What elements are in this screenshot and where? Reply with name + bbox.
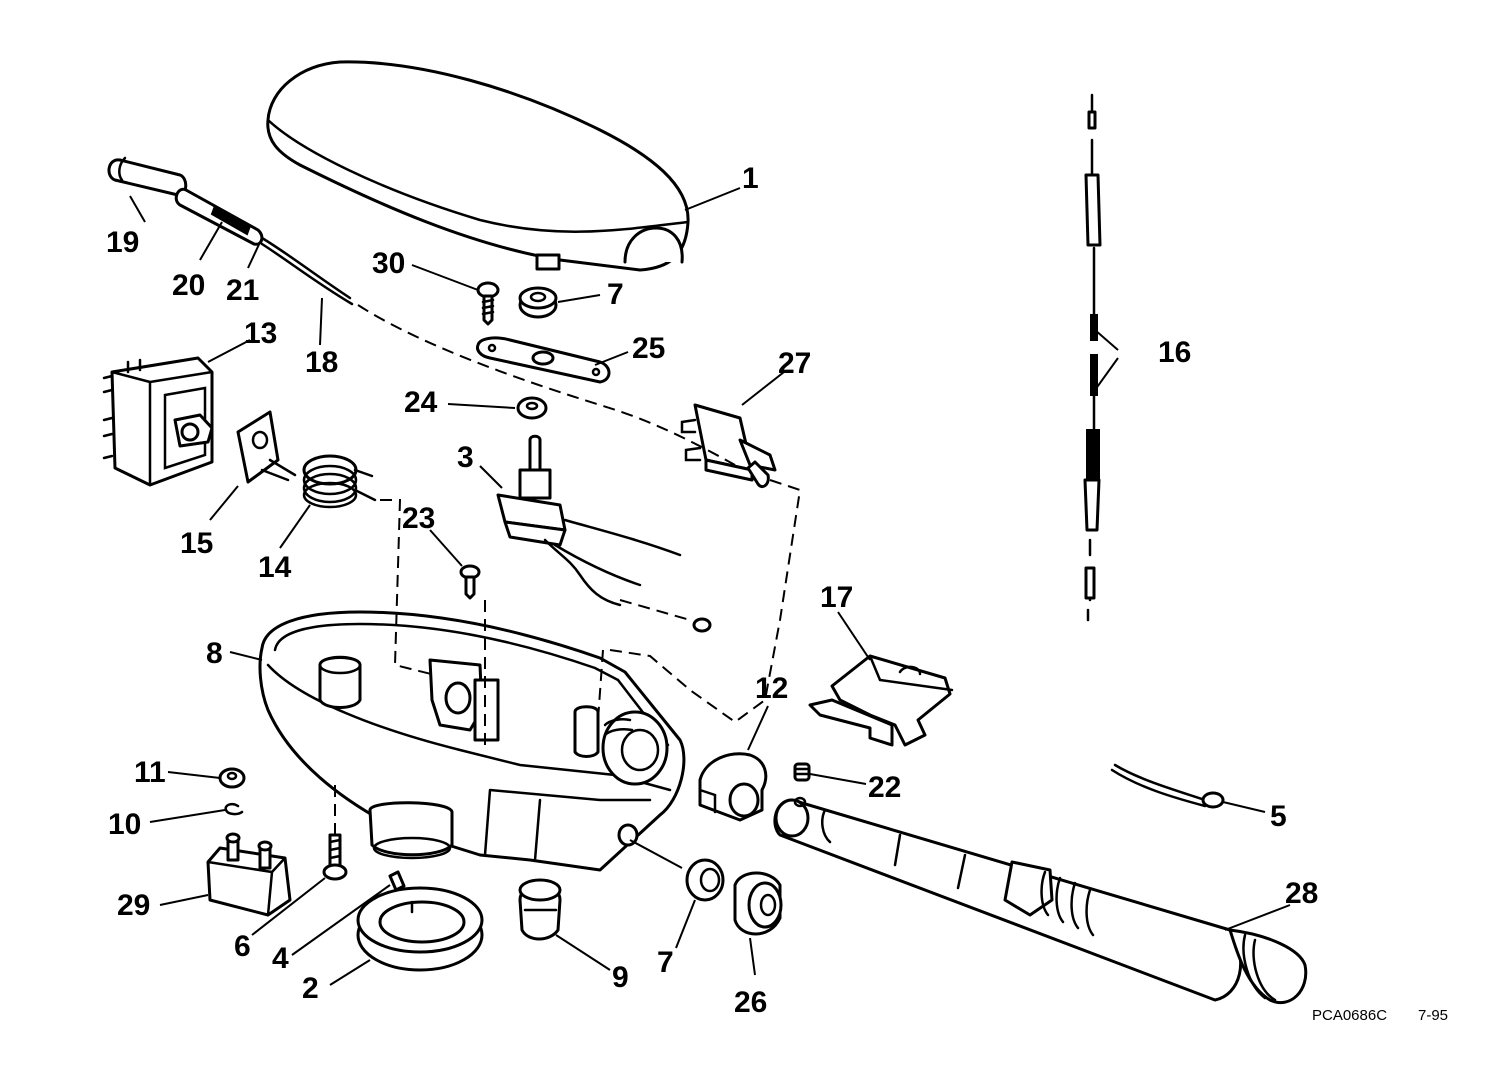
callout-19: 19 — [106, 226, 139, 259]
part-knob-nut-lower — [685, 858, 725, 902]
part-switch-27 — [680, 403, 777, 489]
callout-22: 22 — [868, 771, 901, 804]
callout-13: 13 — [244, 317, 277, 350]
callout-11: 11 — [134, 756, 166, 789]
leader-lines — [129, 187, 1291, 986]
part-switch-block — [102, 356, 214, 487]
part-screw-30 — [476, 281, 500, 326]
part-collar — [698, 752, 768, 822]
part-bushing-26 — [733, 871, 783, 936]
part-cable-tie — [1110, 763, 1225, 809]
callout-12: 12 — [755, 672, 788, 705]
callout-26: 26 — [734, 986, 767, 1019]
assembly-lines — [334, 304, 802, 835]
part-pin — [388, 870, 406, 892]
callout-21: 21 — [226, 274, 259, 307]
part-cover — [266, 60, 690, 272]
callout-18: 18 — [305, 346, 338, 379]
part-ring — [356, 886, 484, 972]
part-shaft — [773, 796, 1308, 1004]
callout-20: 20 — [172, 269, 205, 302]
callout-15: 15 — [180, 527, 213, 560]
part-spring — [302, 454, 377, 509]
callout-28: 28 — [1285, 877, 1318, 910]
callout-23: 23 — [402, 502, 435, 535]
part-plate — [476, 336, 611, 384]
part-set-screw — [793, 762, 811, 782]
part-sleeve — [107, 156, 188, 197]
callout-10: 10 — [108, 808, 141, 841]
part-bushing-9 — [518, 878, 562, 941]
callout-29: 29 — [117, 889, 150, 922]
part-screw-6 — [322, 833, 348, 881]
part-screw-23 — [459, 564, 481, 600]
callouts: 1 2 3 4 5 6 7 7 8 9 10 11 12 13 14 15 16… — [106, 162, 1318, 1019]
part-circuit-breaker — [206, 832, 292, 917]
callout-30: 30 — [372, 247, 405, 280]
callout-16: 16 — [1158, 336, 1191, 369]
part-clip — [236, 410, 297, 484]
part-knob-nut-upper — [518, 286, 558, 319]
figure-date: 7-95 — [1418, 1007, 1448, 1024]
callout-17: 17 — [820, 581, 853, 614]
figure-code: PCA0686C — [1312, 1007, 1387, 1024]
callout-24: 24 — [404, 386, 438, 419]
callout-7-upper: 7 — [607, 278, 624, 311]
callout-8: 8 — [206, 637, 223, 670]
callout-27: 27 — [778, 347, 811, 380]
callout-25: 25 — [632, 332, 665, 365]
part-nut-11 — [218, 767, 246, 789]
callout-1: 1 — [742, 162, 759, 195]
callout-7-lower: 7 — [657, 946, 674, 979]
callout-14: 14 — [258, 551, 292, 584]
part-bracket — [808, 654, 954, 747]
callout-9: 9 — [612, 961, 629, 994]
callout-5: 5 — [1270, 800, 1287, 833]
part-nut-24 — [516, 396, 548, 420]
callout-4: 4 — [272, 942, 289, 975]
part-switch-3 — [496, 434, 712, 633]
part-handle-rod — [174, 187, 354, 306]
callout-3: 3 — [457, 441, 474, 474]
part-washer — [224, 802, 244, 816]
callout-6: 6 — [234, 930, 251, 963]
part-cable — [1083, 93, 1102, 622]
part-housing — [258, 610, 686, 872]
callout-2: 2 — [302, 972, 319, 1005]
